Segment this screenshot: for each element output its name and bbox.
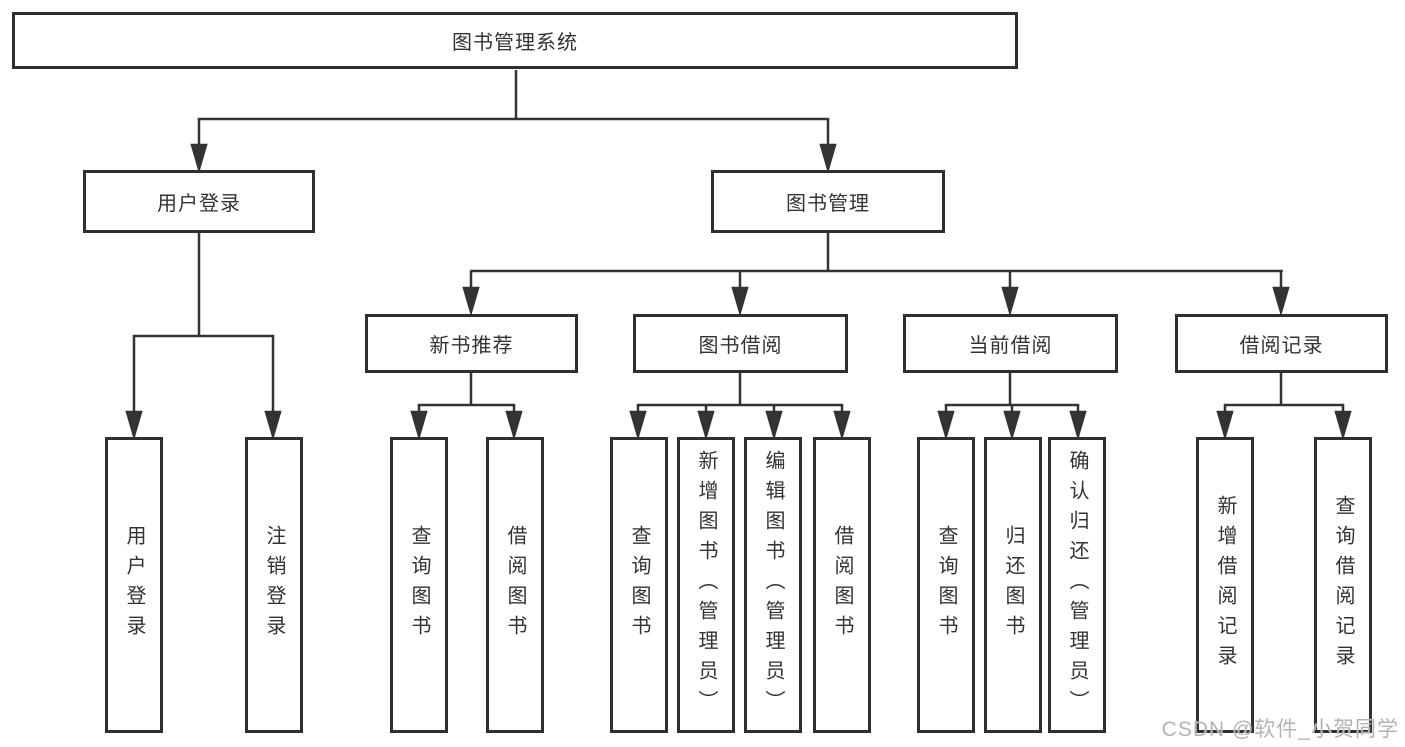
leaf-query-book-3-label: 查询图书 xyxy=(935,525,957,645)
leaf-user-login: 用户登录 xyxy=(105,437,163,733)
leaf-query-book-1-label: 查询图书 xyxy=(408,525,430,645)
connector-new-book-rec-to-leaves xyxy=(410,373,523,441)
leaf-user-login-label: 用户登录 xyxy=(123,525,145,645)
leaf-query-book-1: 查询图书 xyxy=(390,437,448,733)
leaf-return-book-label: 归还图书 xyxy=(1002,525,1024,645)
connector-borrow-record-to-leaves xyxy=(1216,373,1352,441)
leaf-add-book: 新增图书（管理员） xyxy=(677,437,735,733)
leaf-query-borrow-record: 查询借阅记录 xyxy=(1314,437,1372,733)
connector-book-mgmt-to-level3 xyxy=(462,233,1290,317)
leaf-add-book-label: 新增图书（管理员） xyxy=(695,450,717,720)
leaf-borrow-book-1-label: 借阅图书 xyxy=(504,525,526,645)
leaf-query-book-2-label: 查询图书 xyxy=(628,525,650,645)
connector-root-to-level2 xyxy=(190,70,837,174)
node-current-borrow: 当前借阅 xyxy=(903,314,1118,373)
leaf-edit-book: 编辑图书（管理员） xyxy=(744,437,802,733)
leaf-borrow-book-2-label: 借阅图书 xyxy=(831,525,853,645)
leaf-confirm-return: 确认归还（管理员） xyxy=(1048,437,1106,733)
node-book-mgmt: 图书管理 xyxy=(711,170,945,233)
watermark: CSDN @软件_小贺同学 xyxy=(1161,718,1399,741)
node-book-borrow: 图书借阅 xyxy=(633,314,848,373)
node-user-login: 用户登录 xyxy=(83,170,315,233)
leaf-add-borrow-record: 新增借阅记录 xyxy=(1196,437,1254,733)
leaf-query-borrow-record-label: 查询借阅记录 xyxy=(1332,495,1354,675)
connector-current-borrow-to-leaves xyxy=(937,373,1087,441)
node-current-borrow-label: 当前借阅 xyxy=(968,335,1053,357)
node-book-mgmt-label: 图书管理 xyxy=(786,193,870,215)
node-book-borrow-label: 图书借阅 xyxy=(698,335,783,357)
leaf-borrow-book-1: 借阅图书 xyxy=(486,437,544,733)
node-root-label: 图书管理系统 xyxy=(452,32,578,54)
leaf-logout-label: 注销登录 xyxy=(263,525,285,645)
connector-book-borrow-to-leaves xyxy=(629,373,851,441)
leaf-edit-book-label: 编辑图书（管理员） xyxy=(762,450,784,720)
leaf-borrow-book-2: 借阅图书 xyxy=(813,437,871,733)
leaf-confirm-return-label: 确认归还（管理员） xyxy=(1066,450,1088,720)
connector-user-login-to-leaves xyxy=(125,233,282,441)
node-root: 图书管理系统 xyxy=(12,12,1018,69)
node-borrow-record-label: 借阅记录 xyxy=(1239,335,1324,357)
node-new-book-rec: 新书推荐 xyxy=(365,314,578,373)
leaf-query-book-3: 查询图书 xyxy=(917,437,975,733)
node-borrow-record: 借阅记录 xyxy=(1175,314,1388,373)
leaf-query-book-2: 查询图书 xyxy=(610,437,668,733)
leaf-return-book: 归还图书 xyxy=(984,437,1042,733)
leaf-logout: 注销登录 xyxy=(245,437,303,733)
node-user-login-label: 用户登录 xyxy=(157,193,241,215)
leaf-add-borrow-record-label: 新增借阅记录 xyxy=(1214,495,1236,675)
node-new-book-rec-label: 新书推荐 xyxy=(429,335,514,357)
